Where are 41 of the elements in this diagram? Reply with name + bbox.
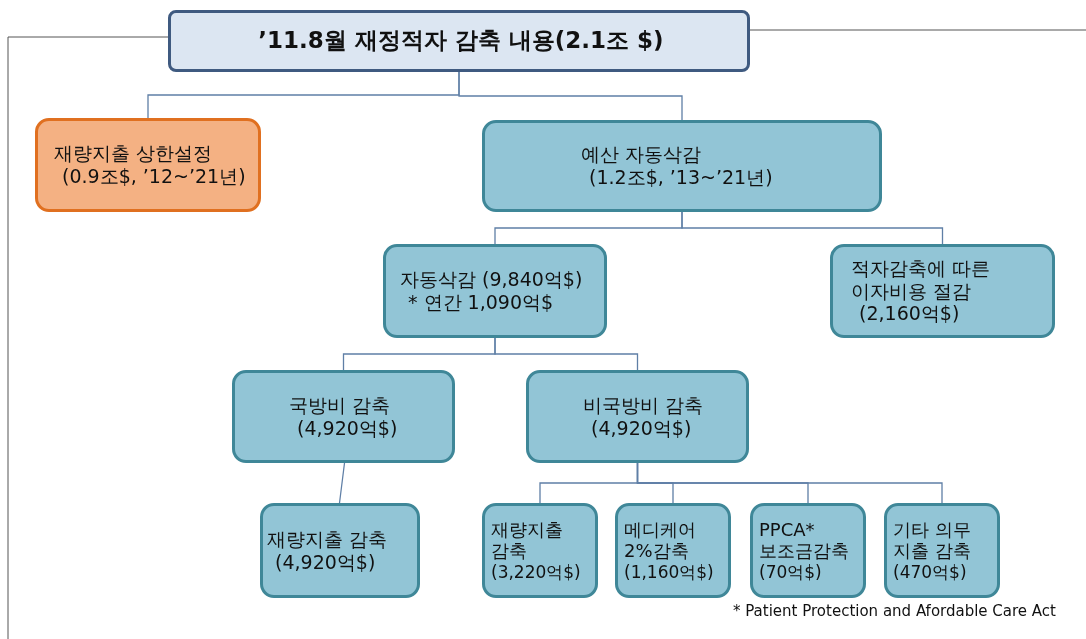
category-box [35,118,261,212]
node-heading: ’11.8월 재정적자 감축 내용(2.1조 $) [258,27,664,55]
category-box [482,120,882,212]
node-detail: (0.9조$, ’12~’21년) [61,165,246,188]
node-detail: (2,160억$) [858,302,960,326]
category-box [260,503,420,598]
category-box [526,370,749,463]
node-heading: 메디케어 2%감축 [624,518,697,562]
node-detail: (4,920억$) [274,550,376,574]
connector-line [636,462,943,504]
category-box [750,503,866,598]
node-detail: (4,920억$) [590,416,692,440]
category-box [232,370,455,463]
node-heading: 예산 자동삭감 [581,143,702,166]
connector-line [494,337,639,371]
category-box [482,503,598,598]
node-detail: (470억$) [893,561,967,583]
node-heading: 적자감축에 따른 이자비용 절감 [851,256,992,303]
footnote: * Patient Protection and Afordable Care Act [732,602,1056,620]
category-box [830,244,1055,338]
connector-line [458,71,683,121]
node-heading: 재량지출 감축 [491,518,564,562]
node-detail: (70억$) [759,561,822,583]
node-heading: 재량지출 감축 [267,527,388,551]
category-box [884,503,1000,598]
node-heading: 재량지출 상한설정 [54,142,213,165]
node-heading: 자동삭감 (9,840억$) [400,268,583,291]
node-detail: (4,920억$) [296,416,398,440]
node-heading: 비국방비 감축 [583,393,704,417]
node-detail: (3,220억$) [491,561,581,583]
node-heading: 국방비 감축 [289,393,391,417]
node-heading: 기타 의무 지출 감축 [893,518,972,562]
node-detail: (1,160억$) [624,561,714,583]
category-box [383,244,607,338]
node-heading: PPCA* 보조금감축 [759,518,850,562]
node-detail: * 연간 1,090억$ [407,291,554,314]
node-detail: (1.2조$, ’13~’21년) [588,166,773,189]
category-box [615,503,731,598]
title-box [168,10,750,72]
connector-line [681,211,944,245]
connector-line [338,462,346,504]
